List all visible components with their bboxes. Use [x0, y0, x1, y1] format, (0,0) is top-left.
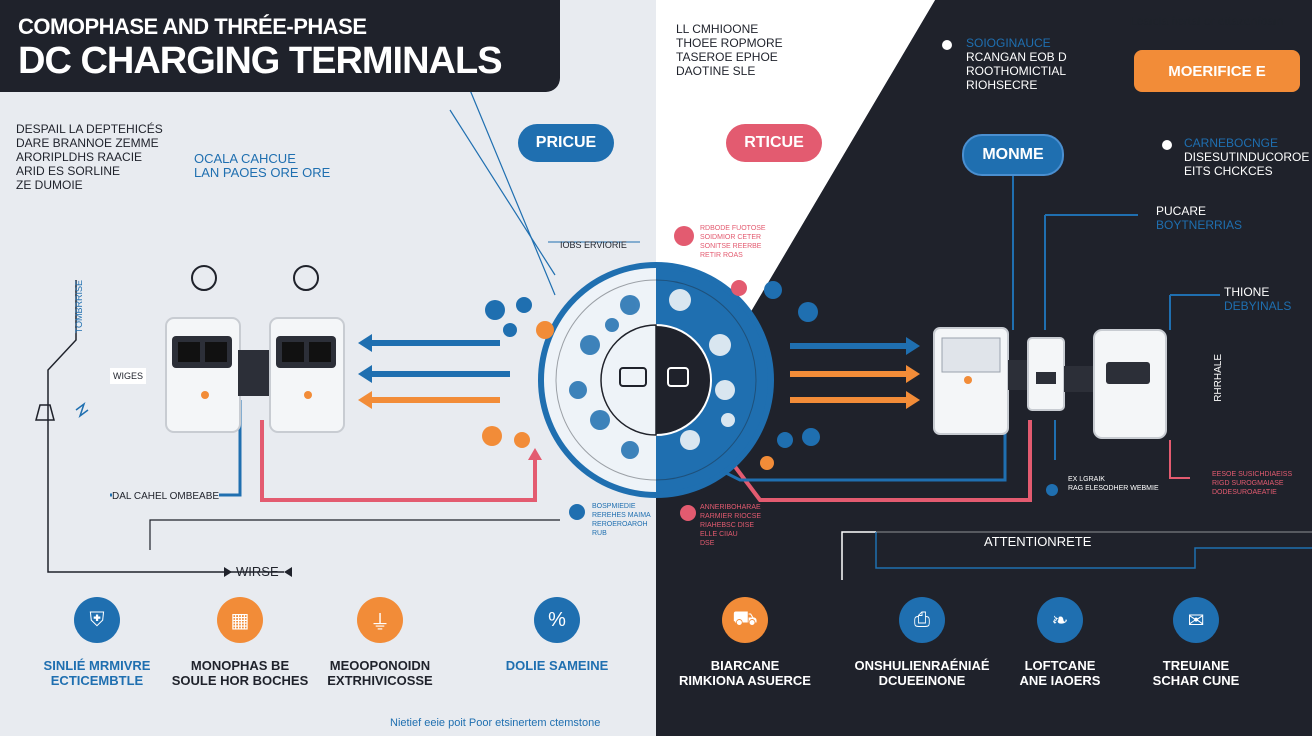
car-icon[interactable]: ⛟ [722, 597, 768, 643]
title-banner: COMOPHASE AND THRÉE-PHASE DC CHARGING TE… [0, 0, 560, 92]
shield-icon[interactable]: ⛨ [74, 597, 120, 643]
vertical-label-left: TOMBRRISE [74, 280, 84, 334]
pill-center[interactable]: RTICUE [726, 124, 822, 162]
title-line-2: DC CHARGING TERMINALS [18, 40, 503, 82]
attention-label: ATTENTIONRETE [984, 534, 1092, 549]
vertical-label-right: RHRHALE [1213, 354, 1224, 402]
pill-right[interactable]: MONME [962, 134, 1064, 176]
ring-tag: IOBS ERVIORIE [560, 240, 627, 250]
chat-icon[interactable]: ✉ [1173, 597, 1219, 643]
pill-left[interactable]: PRICUE [518, 124, 614, 162]
bullet-dot-2 [1162, 140, 1172, 150]
footer-note: Nietief eeie poit Poor etsinertem ctemst… [390, 717, 601, 729]
grid-icon[interactable]: ▦ [217, 597, 263, 643]
bullet-dot [942, 40, 952, 50]
plug-icon[interactable]: ⏚ [357, 597, 403, 643]
printer-icon[interactable]: ⎙ [899, 597, 945, 643]
leaf-icon[interactable]: ❧ [1037, 597, 1083, 643]
orange-button[interactable]: MOERIFICE E [1134, 50, 1300, 92]
top-right-text: Leaicla fiertal or ettazenfoain [1130, 14, 1284, 28]
wires-tag: WIGES [110, 368, 147, 384]
title-line-1: COMOPHASE AND THRÉE-PHASE [18, 14, 367, 39]
percent-icon[interactable]: % [534, 597, 580, 643]
cable-tag: DAL CAHEL OMBEABE [112, 490, 220, 504]
bottom-arrow-label: WIRSE [236, 564, 279, 579]
footer-label: DOLIE SAMEINE [505, 658, 609, 673]
